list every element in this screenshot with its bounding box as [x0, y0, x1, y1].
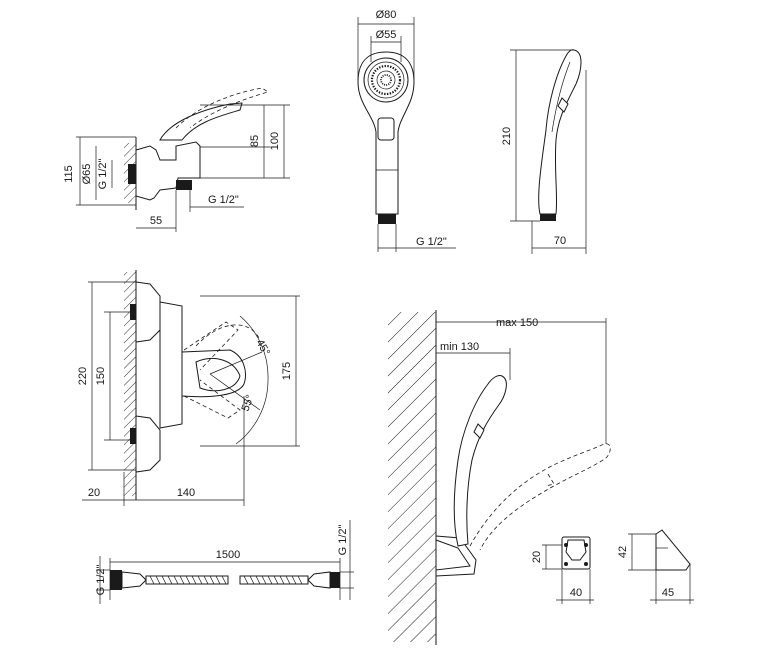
- holder-side-outline: [655, 529, 691, 571]
- dim-70: 70: [554, 235, 566, 247]
- dim-g12-shower: G 1/2": [416, 236, 447, 248]
- dim-55: 55: [150, 215, 162, 227]
- dim-holder-40: 40: [570, 587, 582, 599]
- dim-220: 220: [77, 367, 89, 385]
- mixer-body: [135, 141, 201, 201]
- mixer-lever: [159, 102, 243, 141]
- dim-g12-side: G 1/2": [97, 159, 109, 190]
- angle-55: 55°: [240, 393, 257, 413]
- shower-holder-view: max 150 min 130: [388, 310, 611, 645]
- dim-1500: 1500: [216, 549, 240, 561]
- dim-210: 210: [501, 127, 513, 145]
- dim-d65: Ø65: [81, 164, 93, 185]
- mixer-side-view: 115 Ø65 G 1/2" 85 100 G 1/2" 55: [63, 87, 290, 232]
- dim-min130: min 130: [440, 341, 479, 353]
- dim-85: 85: [249, 135, 261, 147]
- dim-hose-g-right: G 1/2": [337, 525, 349, 556]
- dim-175: 175: [281, 362, 293, 380]
- mixer-front-view: 45° 55° 220 150 175 20 140: [77, 270, 300, 506]
- shower-min-position: [453, 375, 507, 547]
- wall-hatch-3: [388, 312, 436, 642]
- dim-holder-42: 42: [617, 546, 629, 558]
- dim-20: 20: [88, 487, 100, 499]
- holder-side-view: 42 45: [617, 529, 694, 604]
- dim-hose-g-left: G 1/2": [95, 565, 107, 596]
- dim-holder-45: 45: [662, 587, 674, 599]
- hand-shower-side: 210 70: [501, 49, 587, 254]
- dim-115: 115: [63, 165, 75, 183]
- holder-front-view: 20 40: [531, 536, 594, 604]
- angle-45: 45°: [253, 338, 272, 358]
- hand-shower-front: Ø80 Ø55 G 1/2": [357, 9, 456, 252]
- dim-max150: max 150: [496, 317, 538, 329]
- dim-g12-bottom: G 1/2": [208, 194, 239, 206]
- dim-100: 100: [269, 132, 281, 150]
- hose-coil: [149, 575, 227, 585]
- dim-d55: Ø55: [376, 29, 397, 41]
- dim-140: 140: [177, 487, 195, 499]
- shower-side-outline: [538, 49, 582, 215]
- hose-view: 1500 G 1/2" G 1/2": [95, 520, 354, 604]
- dim-holder-20: 20: [531, 551, 543, 563]
- dim-d80: Ø80: [376, 9, 397, 21]
- dim-150: 150: [95, 367, 107, 385]
